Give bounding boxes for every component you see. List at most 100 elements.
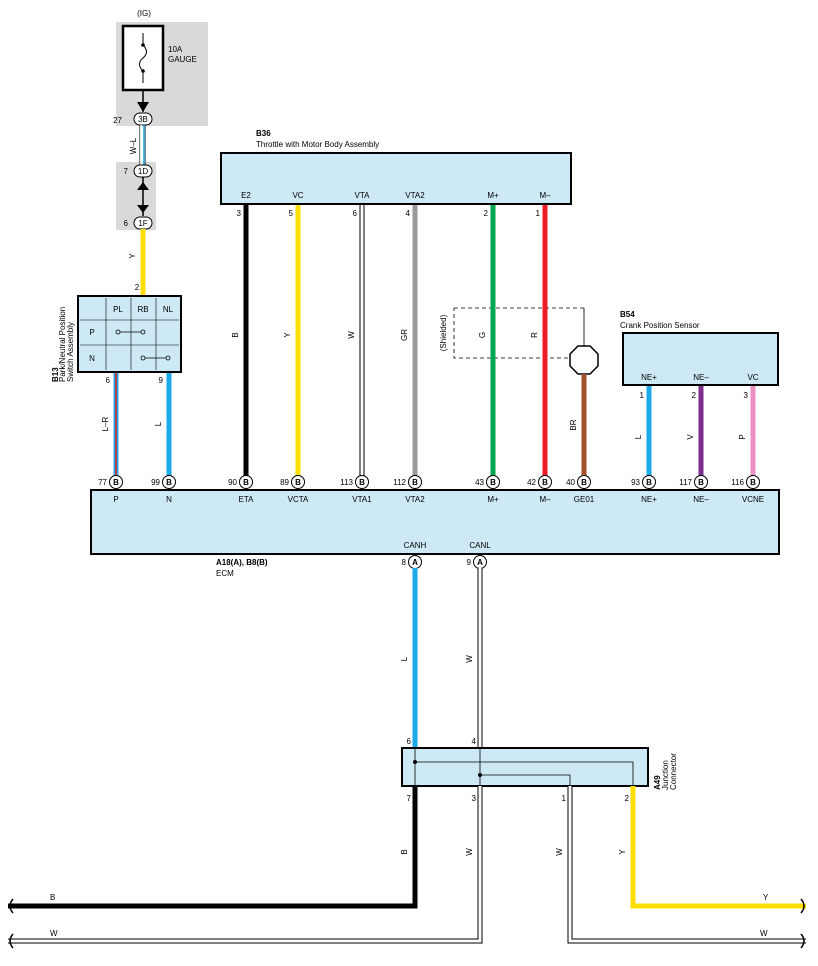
wire-bottom-w1-outline	[567, 786, 806, 944]
ecm-terminal-name: VCTA	[288, 495, 309, 504]
ecm-pin-connector	[642, 475, 656, 489]
ecm-box	[90, 489, 780, 555]
ecm-terminal-name: NE–	[693, 495, 709, 504]
connector-3b-num: 27	[113, 116, 122, 125]
wire-out-w-right-label: W	[760, 929, 768, 938]
ecm-pin-connector-code: B	[490, 478, 496, 487]
ecm-pin-connector	[486, 475, 500, 489]
ecm-terminal-name: N	[166, 495, 172, 504]
b54-id: B54	[620, 310, 635, 319]
a49-box	[401, 747, 649, 787]
b36-terminal-pin: 3	[237, 209, 242, 218]
ecm-pin-number: 43	[475, 478, 484, 487]
ecm-pin-connector-code: B	[581, 478, 587, 487]
ecm-terminal-name: ETA	[239, 495, 255, 504]
b36-terminal-name: E2	[241, 191, 251, 200]
ecm-pin-connector	[694, 475, 708, 489]
fuse-name-label: GAUGE	[168, 55, 197, 64]
ecm-pin-connector-code: B	[113, 478, 119, 487]
ecm-name: ECM	[216, 569, 234, 578]
b13-switch-box	[77, 295, 182, 373]
ecm-pin-connector-code: B	[359, 478, 365, 487]
b13-name-line2: Switch Assembly	[66, 322, 75, 382]
ecm-terminal-name: VTA1	[352, 495, 372, 504]
break-mark-icon	[800, 933, 805, 949]
wire-vc-label: Y	[283, 332, 292, 338]
ecm-terminal-name: VCNE	[742, 495, 764, 504]
break-mark-icon	[9, 898, 14, 914]
ecm-terminal-name: P	[113, 495, 118, 504]
ecm-pin-connector	[239, 475, 253, 489]
ecm-terminal-name: VTA2	[405, 495, 425, 504]
b13-col-pl: PL	[113, 305, 123, 314]
a49-pin-7: 7	[407, 794, 412, 803]
ecm-terminal-name: M–	[539, 495, 551, 504]
wire-bottom-b-label: B	[400, 849, 409, 854]
ecm-pin-connector	[746, 475, 760, 489]
wire-bottom-y-label: Y	[618, 849, 627, 855]
wire-mminus-label: R	[530, 332, 539, 338]
b36-terminal-name: VTA	[355, 191, 371, 200]
b54-terminal-pin: 3	[744, 391, 749, 400]
wire-vta-label: W	[347, 331, 356, 339]
fuse-terminal-top	[141, 43, 145, 47]
ecm-pin-connector	[291, 475, 305, 489]
b36-terminal-pin: 1	[536, 209, 541, 218]
shield-ground-icon	[569, 345, 599, 375]
b36-box	[220, 152, 572, 205]
ecm-pin-connector-code: B	[295, 478, 301, 487]
a49-pin-6: 6	[407, 737, 412, 746]
wire-lr-label: L–R	[101, 416, 110, 431]
a49-id: A49	[653, 775, 662, 790]
ecm-terminal-name: GE01	[574, 495, 595, 504]
b36-terminal-pin: 4	[406, 209, 411, 218]
connector-1f-num: 6	[124, 219, 129, 228]
ecm-pin-connector	[355, 475, 369, 489]
a49-pin-4: 4	[472, 737, 477, 746]
b36-terminal-name: VC	[292, 191, 303, 200]
b36-terminal-name: VTA2	[405, 191, 425, 200]
wire-bottom-black	[8, 786, 418, 909]
ecm-pin-connector	[538, 475, 552, 489]
a49-name-line2: Connector	[669, 753, 678, 790]
ecm-pin-connector-code: B	[412, 478, 418, 487]
ecm-terminal-name: NE+	[641, 495, 657, 504]
b13-pin-2: 2	[135, 283, 140, 292]
b54-terminal-name: NE–	[693, 373, 709, 382]
break-mark-icon	[800, 898, 805, 914]
b36-id: B36	[256, 129, 271, 138]
b13-pin-n: 9	[159, 376, 164, 385]
wire-neminus-label: V	[686, 434, 695, 440]
connector-1d-num: 7	[124, 167, 129, 176]
b13-name-line1: Park/Neutral Position	[58, 307, 67, 382]
connector-1d-code: 1D	[138, 167, 148, 176]
wire-bottom-w3-outline	[8, 786, 483, 944]
ecm-can-terminal-name: CANH	[404, 541, 427, 550]
fuse-terminal-bottom	[141, 69, 145, 73]
wire-br-label: BR	[569, 419, 578, 430]
ecm-pin-connector-code: B	[542, 478, 548, 487]
wire-bottom-w1	[568, 786, 806, 943]
wire-bottom-w3	[8, 786, 482, 943]
ecm-pin-number: 113	[340, 478, 353, 487]
shield-outline	[453, 307, 585, 359]
ecm-can-pin-number: 8	[402, 558, 407, 567]
ecm-pin-number: 90	[228, 478, 237, 487]
a49-pin-3: 3	[472, 794, 477, 803]
wire-canl-label: W	[465, 655, 474, 663]
wire-bottom-yellow	[630, 786, 806, 909]
b13-row-n: N	[89, 354, 95, 363]
connector-3b-code: 3B	[138, 115, 148, 124]
wire-mplus-label: G	[478, 332, 487, 338]
arrow-up-icon	[137, 182, 149, 190]
ecm-pin-connector	[577, 475, 591, 489]
b13-col-nl: NL	[163, 305, 174, 314]
ecm-can-pin-number: 9	[467, 558, 472, 567]
wire-bottom-w3-label: W	[465, 848, 474, 856]
wire-vcne-label: P	[738, 434, 747, 439]
ecm-pin-number: 42	[527, 478, 536, 487]
b36-terminal-pin: 2	[484, 209, 489, 218]
